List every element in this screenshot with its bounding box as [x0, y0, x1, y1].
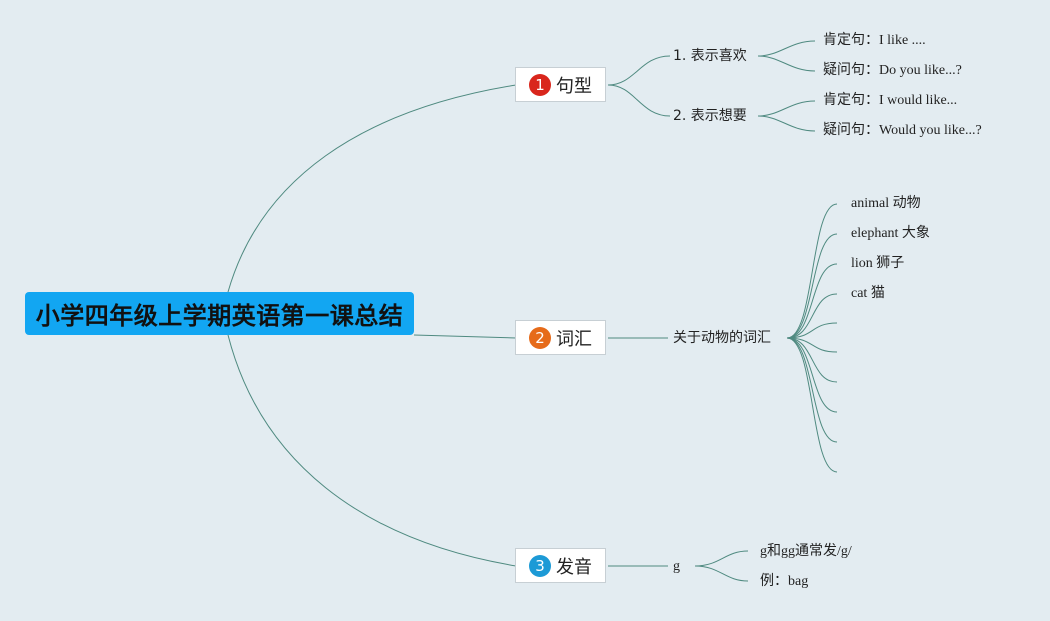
- vocab-item[interactable]: lion 狮子: [851, 256, 905, 271]
- connector-vocab-5: [786, 322, 838, 339]
- branch-label: 句型: [556, 75, 592, 97]
- connector-root-branch1: [227, 84, 517, 293]
- connector-sub1-item2: [757, 55, 816, 72]
- connector-root-branch3: [227, 334, 517, 567]
- connector-b1-sub1: [607, 55, 671, 86]
- vocab-item[interactable]: cat 猫: [851, 286, 885, 301]
- branch-label: 发音: [556, 556, 592, 578]
- connector-g-item2: [694, 565, 749, 582]
- number-badge-2: 2: [529, 326, 551, 349]
- connector-vocab-1: [786, 203, 838, 339]
- number-badge-3: 3: [529, 554, 551, 577]
- branch-sentence-patterns[interactable]: 1 句型: [515, 67, 606, 102]
- pronunciation-rule[interactable]: g和gg通常发/g/: [760, 544, 852, 559]
- branch-vocabulary[interactable]: 2 词汇: [515, 320, 606, 355]
- subtopic-letter-g[interactable]: g: [673, 559, 680, 574]
- subtopic-animal-words[interactable]: 关于动物的词汇: [673, 330, 771, 346]
- connector-sub2-item2: [757, 115, 816, 132]
- item-like-question[interactable]: 疑问句：Do you like...?: [823, 63, 962, 78]
- branch-pronunciation[interactable]: 3 发音: [515, 548, 606, 583]
- vocab-item[interactable]: elephant 大象: [851, 226, 930, 241]
- connector-sub2-item1: [757, 100, 816, 117]
- vocab-item[interactable]: animal 动物: [851, 196, 921, 211]
- connector-vocab-3: [786, 263, 838, 339]
- connector-vocab-9: [786, 337, 838, 443]
- connector-b1-sub2: [607, 84, 671, 117]
- connector-sub1-item1: [757, 40, 816, 57]
- connector-vocab-10: [786, 337, 838, 473]
- root-topic[interactable]: 小学四年级上学期英语第一课总结: [25, 292, 414, 335]
- connector-g-item1: [694, 550, 749, 567]
- connector-root-branch2: [413, 334, 517, 339]
- connector-vocab-2: [786, 233, 838, 339]
- connector-vocab-4: [786, 293, 838, 339]
- subtopic-like[interactable]: 1. 表示喜欢: [673, 48, 747, 64]
- item-want-question[interactable]: 疑问句：Would you like...?: [823, 123, 982, 138]
- item-like-affirmative[interactable]: 肯定句：I like ....: [823, 33, 926, 48]
- connector-vocab-8: [786, 337, 838, 413]
- subtopic-want[interactable]: 2. 表示想要: [673, 108, 747, 124]
- number-badge-1: 1: [529, 73, 551, 96]
- connector-vocab-7: [786, 337, 838, 383]
- pronunciation-example[interactable]: 例：bag: [760, 574, 809, 589]
- item-want-affirmative[interactable]: 肯定句：I would like...: [823, 93, 958, 108]
- connector-vocab-6: [786, 337, 838, 353]
- branch-label: 词汇: [556, 328, 592, 350]
